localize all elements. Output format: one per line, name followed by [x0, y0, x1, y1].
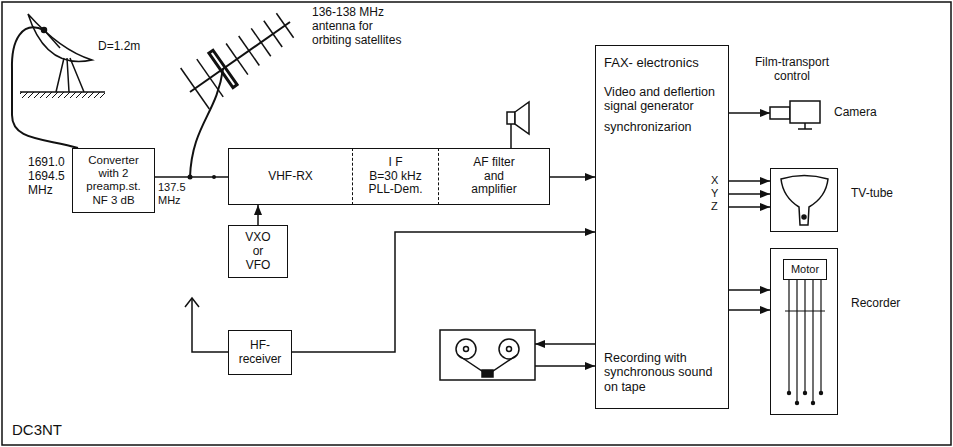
signal-arrow — [729, 309, 770, 311]
camera-drawing — [770, 100, 822, 130]
signal-arrow — [292, 232, 595, 352]
node-text: I F — [389, 156, 403, 170]
yagi-antenna — [190, 69, 223, 177]
camera-symbol — [798, 123, 812, 129]
crt-symbol — [781, 176, 828, 226]
yagi-antenna — [181, 68, 210, 109]
node-text: Camera — [834, 106, 877, 120]
signal-arrow — [550, 176, 595, 178]
oscillator-box: VXO or VFO — [228, 225, 288, 278]
motor-box: Motor — [783, 259, 827, 280]
loudspeaker — [510, 124, 512, 148]
recorder: RecorderMotor — [770, 248, 838, 415]
loudspeaker — [515, 102, 529, 134]
tv-tube-drawing — [771, 169, 837, 231]
yagi-antenna — [197, 59, 223, 97]
signal-arrow — [729, 112, 770, 114]
dish-antenna — [44, 30, 60, 48]
recorder-mechanism — [795, 401, 798, 404]
hf-receiver-box: HF- receiver — [228, 330, 292, 375]
camera-symbol — [770, 107, 790, 119]
dimension-label: D=1.2m — [98, 40, 140, 54]
signal-arrow — [155, 176, 228, 178]
dish-antenna — [12, 27, 78, 148]
recorder-mechanism — [811, 401, 814, 404]
antenna-label: 136-138 MHz antenna for orbiting satelli… — [312, 6, 402, 47]
node-text: PLL-Dem. — [368, 183, 422, 197]
recorder-mechanism — [819, 391, 822, 394]
node-text: Motor — [791, 263, 819, 276]
node-text: VHF-RX — [268, 170, 313, 184]
node-text: Recording with synchronous sound on tape — [604, 351, 723, 394]
node-text: TV-tube — [851, 187, 893, 201]
fax-electronics-box: FAX- electronicsVideo and deflertion sig… — [595, 45, 729, 409]
recorder-mechanism — [812, 280, 813, 401]
recorder-mechanism — [796, 280, 797, 401]
signal-name: Z — [711, 200, 718, 213]
yagi-antenna — [276, 13, 293, 38]
signal-arrow — [729, 289, 770, 291]
node-text: VXO or VFO — [241, 231, 275, 272]
crt-symbol — [781, 176, 828, 226]
af-amplifier-box: AF filter and amplifier — [438, 148, 550, 205]
node-text: AF filter and amplifier — [462, 156, 526, 197]
node-text: synchronizarion — [604, 120, 692, 134]
signal-name: Y — [711, 187, 718, 200]
signal-arrow — [729, 206, 770, 208]
signal-arrow — [729, 193, 770, 195]
control-label: Film-transport control — [742, 56, 842, 84]
node-text: Recorder — [851, 297, 900, 311]
yagi-antenna — [226, 44, 248, 75]
tape-recorder — [464, 347, 469, 352]
recorder-mechanism — [788, 280, 789, 391]
recorder-mechanism — [803, 391, 806, 394]
tv-tube: TV-tube — [770, 168, 838, 232]
hf-antenna-symbol — [185, 298, 199, 307]
loudspeaker — [507, 102, 529, 148]
node-text: Converter with 2 preamp.st. NF 3 dB — [82, 154, 146, 207]
hf-antenna-symbol — [185, 298, 228, 352]
tape-recorder — [440, 330, 595, 380]
yagi-antenna — [251, 28, 270, 56]
recorder-mechanism — [787, 391, 790, 394]
tape-recorder — [440, 330, 535, 380]
dish-antenna — [20, 92, 105, 98]
if-stage-box: I FB=30 kHzPLL-Dem. — [352, 148, 438, 205]
recorder-mechanism — [804, 280, 805, 391]
yagi-antenna — [190, 22, 290, 92]
node-text: B=30 kHz — [369, 170, 421, 184]
camera-symbol — [770, 101, 820, 129]
loudspeaker — [507, 112, 515, 124]
dish-antenna — [56, 58, 84, 92]
signal-arrow — [257, 205, 259, 225]
node-text: Video and deflertion signal generator — [604, 85, 723, 114]
tape-recorder — [458, 355, 517, 371]
recorder-mechanism — [785, 280, 825, 405]
signal-arrow — [729, 180, 770, 182]
camera-symbol — [790, 101, 820, 123]
node-text: HF- receiver — [233, 339, 287, 367]
converter-box: Converter with 2 preamp.st. NF 3 dB — [72, 148, 155, 213]
tape-recorder — [535, 365, 595, 367]
crt-symbol — [802, 215, 806, 219]
signal-name: X — [711, 174, 718, 187]
tape-recorder — [507, 347, 512, 352]
receiver-box: VHF-RX — [228, 148, 352, 205]
node-text: FAX- electronics — [604, 56, 699, 71]
yagi-antenna — [264, 21, 282, 47]
dish-antenna — [28, 14, 92, 62]
dish-antenna — [12, 14, 105, 148]
frequency-label: 1691.0 1694.5 MHz — [28, 156, 72, 197]
yagi-antenna — [239, 36, 260, 65]
author-callsign: DC3NT — [12, 421, 62, 438]
recorder-mechanism — [820, 280, 821, 391]
tape-recorder — [535, 343, 595, 345]
frequency-label: 137.5 MHz — [158, 181, 192, 206]
camera: Camera — [770, 100, 822, 130]
tape-recorder — [482, 370, 493, 377]
